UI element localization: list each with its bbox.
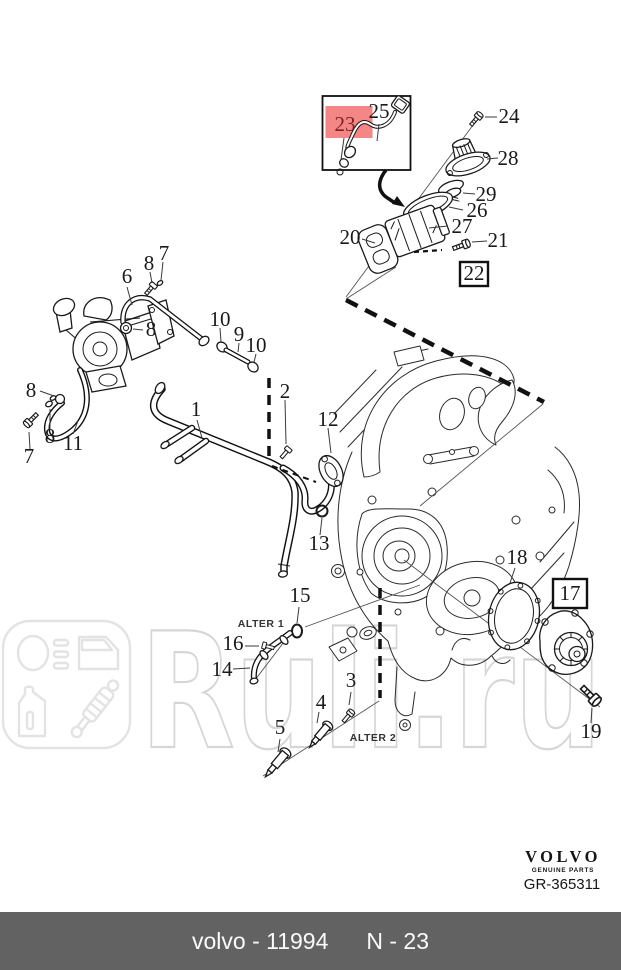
washer-7-upper: [156, 279, 164, 287]
coolant-pipe-1: [150, 381, 335, 578]
leader-lines: [28, 116, 593, 753]
water-pump-17: [539, 609, 594, 675]
bolt-8-upper: [143, 281, 158, 297]
watermark-icon-logo: [1, 619, 132, 750]
shock-absorber-icon: [70, 679, 120, 739]
callout-11: 11: [63, 431, 83, 455]
callout-13: 13: [309, 531, 330, 555]
callout-3: 3: [346, 668, 357, 692]
alter2-group: [262, 588, 382, 779]
callout-9: 9: [234, 322, 245, 346]
cable-continues: [377, 168, 396, 205]
callout-8c: 8: [26, 378, 37, 402]
callout-24: 24: [499, 104, 521, 128]
callout-27: 27: [452, 214, 473, 238]
bolt-21: [451, 238, 471, 252]
callout-25: 25: [369, 99, 390, 123]
callout-7b: 7: [24, 444, 35, 468]
svg-text:17: 17: [560, 581, 581, 605]
brand-block: VOLVO GENUINE PARTS GR-365311: [524, 847, 601, 893]
graphic-code: GR-365311: [524, 876, 600, 893]
assembly-dashes-2b: [271, 465, 317, 483]
callout-21: 21: [488, 228, 509, 252]
footer-catalog-ref: volvo - 11994: [191, 927, 329, 954]
housing-27: [384, 204, 450, 258]
callout-28: 28: [498, 146, 519, 170]
exploded-parts-diagram: Ruli.ru: [1, 95, 603, 893]
volvo-wordmark: VOLVO: [525, 847, 601, 866]
callout-8a: 8: [144, 251, 155, 275]
water-pump-group: [403, 559, 603, 708]
oil-canister-icon: [17, 685, 47, 738]
callout-10a: 10: [210, 307, 231, 331]
callout-15: 15: [290, 583, 311, 607]
gasket-20: [357, 224, 399, 274]
callout-29: 29: [476, 182, 497, 206]
callout-19: 19: [581, 719, 602, 743]
svg-text:22: 22: [464, 261, 485, 285]
bolt-16: [261, 641, 275, 651]
turbo-oil-pipe-6: [119, 295, 210, 347]
headlight-icon: [16, 634, 70, 672]
callout-6: 6: [122, 264, 133, 288]
bolt-24: [468, 111, 484, 128]
callout-4: 4: [316, 690, 327, 714]
bolt-7-lower: [22, 411, 40, 429]
sensor-5: [264, 747, 292, 779]
callout-20: 20: [340, 225, 361, 249]
alter2-label: ALTER 2: [350, 732, 396, 744]
bolt-axis-dashes-21: [413, 248, 443, 254]
thermostat-housing-28: [445, 138, 491, 177]
o-ring-13: [315, 504, 329, 518]
gasket-18: [487, 581, 541, 651]
genuine-parts-label: GENUINE PARTS: [532, 867, 594, 874]
alter1-label: ALTER 1: [238, 618, 284, 630]
callout-7a: 7: [159, 241, 170, 265]
callout-26: 26: [467, 198, 488, 222]
callout-1: 1: [191, 397, 202, 421]
callout-23-highlighted: 23: [335, 112, 356, 136]
alter1-group: [249, 584, 421, 685]
callout-numbers: 1 2 3 4 5 6 7 7 8 8 8 8 9 10 10 11 12 13…: [24, 99, 602, 744]
arrowhead: [392, 196, 405, 207]
boxed-callout-17: 17: [551, 577, 589, 610]
turbocharger-drawing: [52, 297, 175, 393]
assembly-dashes-22: [344, 297, 546, 405]
sensor-4: [308, 720, 334, 749]
footer-page-ref: N - 23: [366, 927, 430, 954]
callout-5: 5: [275, 715, 286, 739]
boxed-callout-22: 22: [458, 260, 490, 288]
callout-8b: 8: [146, 317, 157, 341]
bolt-2: [279, 445, 293, 460]
thermostat-assembly: [344, 111, 546, 405]
coupling-9-10: [216, 341, 259, 373]
callout-18: 18: [507, 545, 528, 569]
callout-12: 12: [318, 407, 339, 431]
footer-bar: volvo - 11994 N - 23: [0, 912, 621, 970]
callout-2: 2: [280, 379, 291, 403]
flange-12: [318, 454, 344, 488]
bolt-3: [341, 708, 356, 724]
callout-14: 14: [212, 657, 234, 681]
thermostat-29: [437, 179, 464, 202]
bolt-19: [579, 684, 603, 708]
inset-box-sensor: [321, 95, 412, 207]
callout-8d: 8: [45, 424, 56, 448]
callout-10b: 10: [246, 333, 267, 357]
car-door-icon: [77, 635, 120, 671]
callout-16: 16: [223, 631, 244, 655]
engine-block-drawing: [328, 345, 580, 731]
